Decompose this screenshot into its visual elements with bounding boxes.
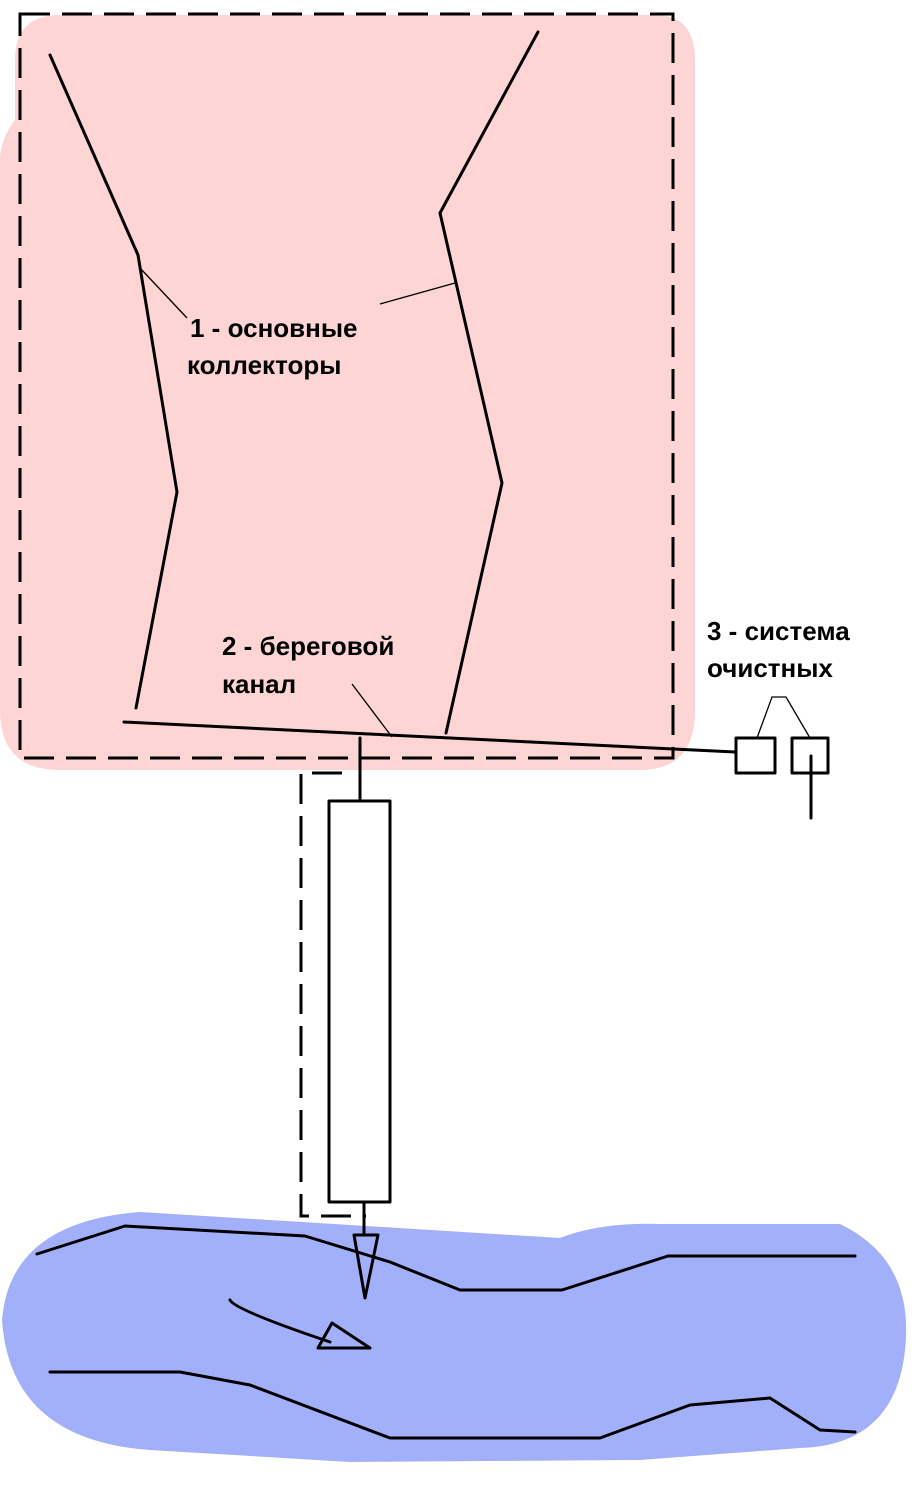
conduit-boundary [299, 771, 366, 1218]
main-collector-left [48, 53, 179, 710]
treatment-box-1 [734, 736, 777, 775]
discharge-arrow-icon [352, 1233, 380, 1300]
main-collector-right [438, 30, 540, 735]
flow-arrow-icon [228, 1298, 332, 1344]
water-body-area [2, 1212, 907, 1462]
river-bank-upper [35, 1224, 857, 1292]
conduit-pipe [327, 799, 392, 1204]
leader-treatment [756, 696, 811, 739]
river-bank-lower [48, 1370, 857, 1440]
flow-arrowhead-icon [316, 1321, 372, 1350]
leader-collectors-left [139, 267, 188, 319]
label-collectors-line2: коллекторы [187, 350, 341, 380]
coastal-channel [122, 720, 737, 754]
label-treatment-line1: 3 - система [707, 616, 850, 646]
leader-channel [351, 683, 393, 738]
label-treatment-line2: очистных [707, 653, 833, 683]
urban-zone-area [0, 15, 695, 770]
leader-collectors-right [379, 282, 456, 305]
label-collectors-line1: 1 - основные [190, 313, 358, 343]
label-channel-line1: 2 - береговой [222, 631, 394, 661]
urban-zone-boundary [18, 12, 675, 760]
label-channel-line2: канал [222, 669, 296, 699]
